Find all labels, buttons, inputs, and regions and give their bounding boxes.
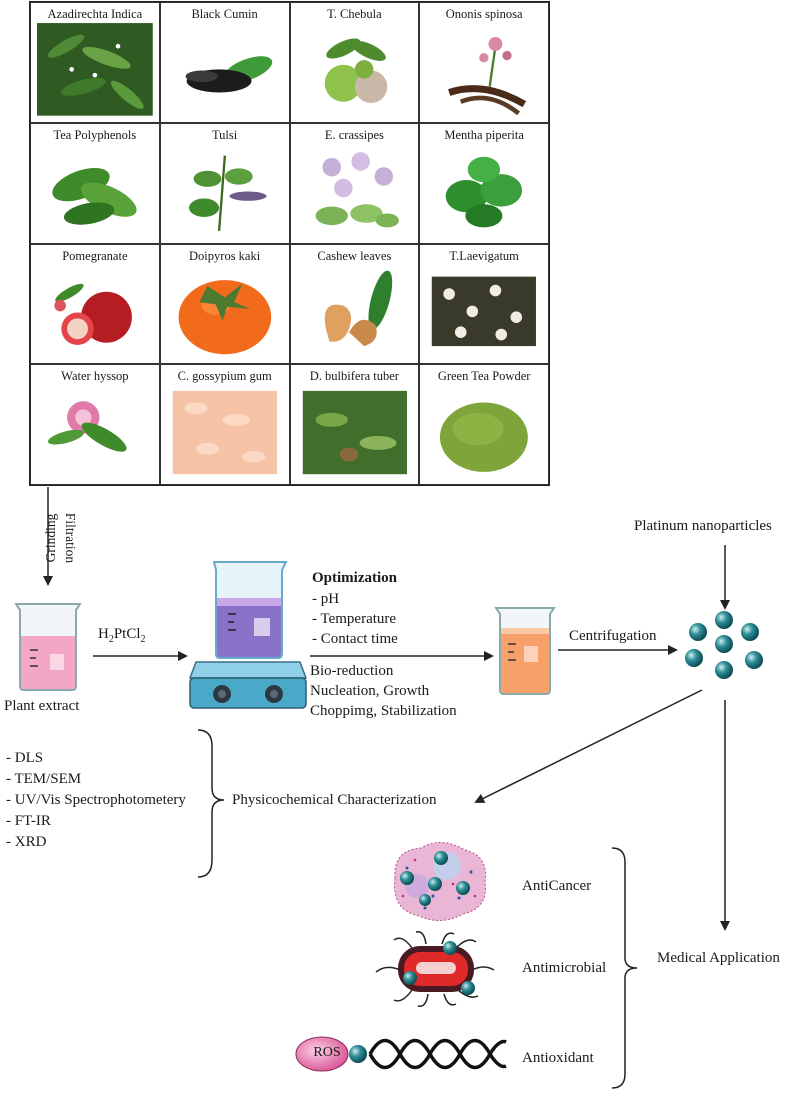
- antimicrobial-bacterium-illustration: [375, 931, 495, 1007]
- characterization-technique: - TEM/SEM: [6, 771, 82, 787]
- ros-label: ROS: [313, 1045, 341, 1060]
- characterization-technique: - UV/Vis Spectrophotometery: [6, 792, 186, 808]
- anticancer-label: AntiCancer: [522, 878, 592, 894]
- plant-label: Ononis spinosa: [445, 7, 523, 21]
- mechanism-line: Bio-reduction: [310, 663, 394, 679]
- plant-label: Pomegranate: [62, 248, 128, 263]
- mechanism-line: Choppimg, Stabilization: [310, 703, 457, 719]
- mint-image: [445, 156, 523, 228]
- plant-cell: E. crassipes: [289, 122, 420, 244]
- plant-cell: D. bulbifera tuber: [289, 364, 420, 485]
- antioxidant-label: Antioxidant: [522, 1050, 594, 1066]
- characterization-technique: - FT-IR: [6, 813, 51, 829]
- filtration-label: Filtration: [63, 512, 78, 564]
- plant-cell: Black Cumin: [159, 2, 290, 123]
- centrifuge-beaker: [494, 607, 556, 695]
- antimicrobial-label: Antimicrobial: [522, 960, 607, 976]
- optimization-item: - pH: [312, 591, 340, 607]
- cashew-image: [324, 270, 392, 346]
- plant-label: Cashew leaves: [317, 248, 392, 263]
- characterization-technique: - XRD: [6, 834, 47, 850]
- optimization-title: Optimization: [312, 570, 397, 586]
- optimization-item: - Contact time: [312, 631, 398, 647]
- water-hyacinth-image: [315, 151, 399, 228]
- characterization-technique: - DLS: [6, 750, 44, 766]
- pomegranate-image: [54, 283, 132, 345]
- laevigatum-flowers-image: [432, 276, 537, 346]
- tulsi-image: [188, 155, 267, 231]
- plant-cell: T.Laevigatum: [419, 243, 549, 365]
- water-hyssop-image: [47, 401, 127, 452]
- black-cumin-image: [185, 56, 272, 93]
- plant-cell: Mentha piperita: [419, 122, 549, 244]
- plant-extract-label: Plant extract: [4, 698, 80, 714]
- plant-cell: Tulsi: [159, 122, 290, 244]
- plant-cell: Tea Polyphenols: [30, 122, 160, 244]
- tea-leaves-image: [52, 167, 137, 225]
- nanoparticle-cluster: [685, 611, 763, 679]
- plant-cell: Doipyros kaki: [159, 243, 290, 365]
- grinding-label: Grinding: [43, 513, 58, 563]
- plant-label: Mentha piperita: [444, 127, 524, 142]
- bulbifera-tuber-image: [302, 391, 407, 475]
- plant-label: E. crassipes: [324, 127, 384, 142]
- plant-label: Tulsi: [211, 127, 238, 142]
- plant-label: D. bulbifera tuber: [309, 369, 399, 384]
- plant-source-grid: Azadirechta Indica Black Cumin T. Chebul…: [29, 1, 550, 486]
- plant-cell: Ononis spinosa: [419, 2, 549, 123]
- application-brace: [611, 847, 638, 1089]
- green-tea-powder-image: [440, 402, 529, 473]
- plant-label: Black Cumin: [191, 7, 258, 21]
- plant-cell: Azadirechta Indica: [30, 2, 160, 123]
- plant-label: Azadirechta Indica: [47, 7, 143, 21]
- ononis-root-image: [448, 36, 527, 116]
- neem-leaves-image: [37, 23, 153, 116]
- gum-image: [172, 391, 277, 475]
- plant-label: T. Chebula: [327, 7, 382, 21]
- characterization-arrow: [474, 689, 703, 803]
- anticancer-cell-illustration: [394, 842, 487, 921]
- plant-extract-beaker: [14, 603, 82, 691]
- optimization-item: - Temperature: [312, 611, 397, 627]
- hotplate-stirrer-beaker: [188, 561, 308, 709]
- plant-label: Doipyros kaki: [189, 248, 261, 263]
- plant-label: Tea Polyphenols: [53, 127, 137, 142]
- plant-cell: T. Chebula: [289, 2, 420, 123]
- plant-label: Water hyssop: [61, 369, 129, 384]
- plant-cell: Cashew leaves: [289, 243, 420, 365]
- plant-cell: Green Tea Powder: [419, 364, 549, 485]
- plant-cell: C. gossypium gum: [159, 364, 290, 485]
- chebula-fruit-image: [324, 38, 387, 103]
- plant-cell: Pomegranate: [30, 243, 160, 365]
- precursor-label: H2PtCl2: [98, 626, 146, 645]
- plant-label: T.Laevigatum: [449, 248, 519, 263]
- characterization-brace: [197, 729, 225, 878]
- characterization-label: Physicochemical Characterization: [232, 792, 437, 808]
- plant-label: C. gossypium gum: [177, 369, 272, 384]
- plant-cell: Water hyssop: [30, 364, 160, 485]
- plant-label: Green Tea Powder: [437, 369, 531, 384]
- nanoparticles-label: Platinum nanoparticles: [634, 518, 772, 534]
- mechanism-line: Nucleation, Growth: [310, 683, 430, 699]
- persimmon-image: [178, 279, 271, 354]
- antioxidant-ros-dna-illustration: [295, 1036, 507, 1072]
- medical-application-label: Medical Application: [657, 950, 780, 966]
- centrifugation-label: Centrifugation: [569, 628, 657, 644]
